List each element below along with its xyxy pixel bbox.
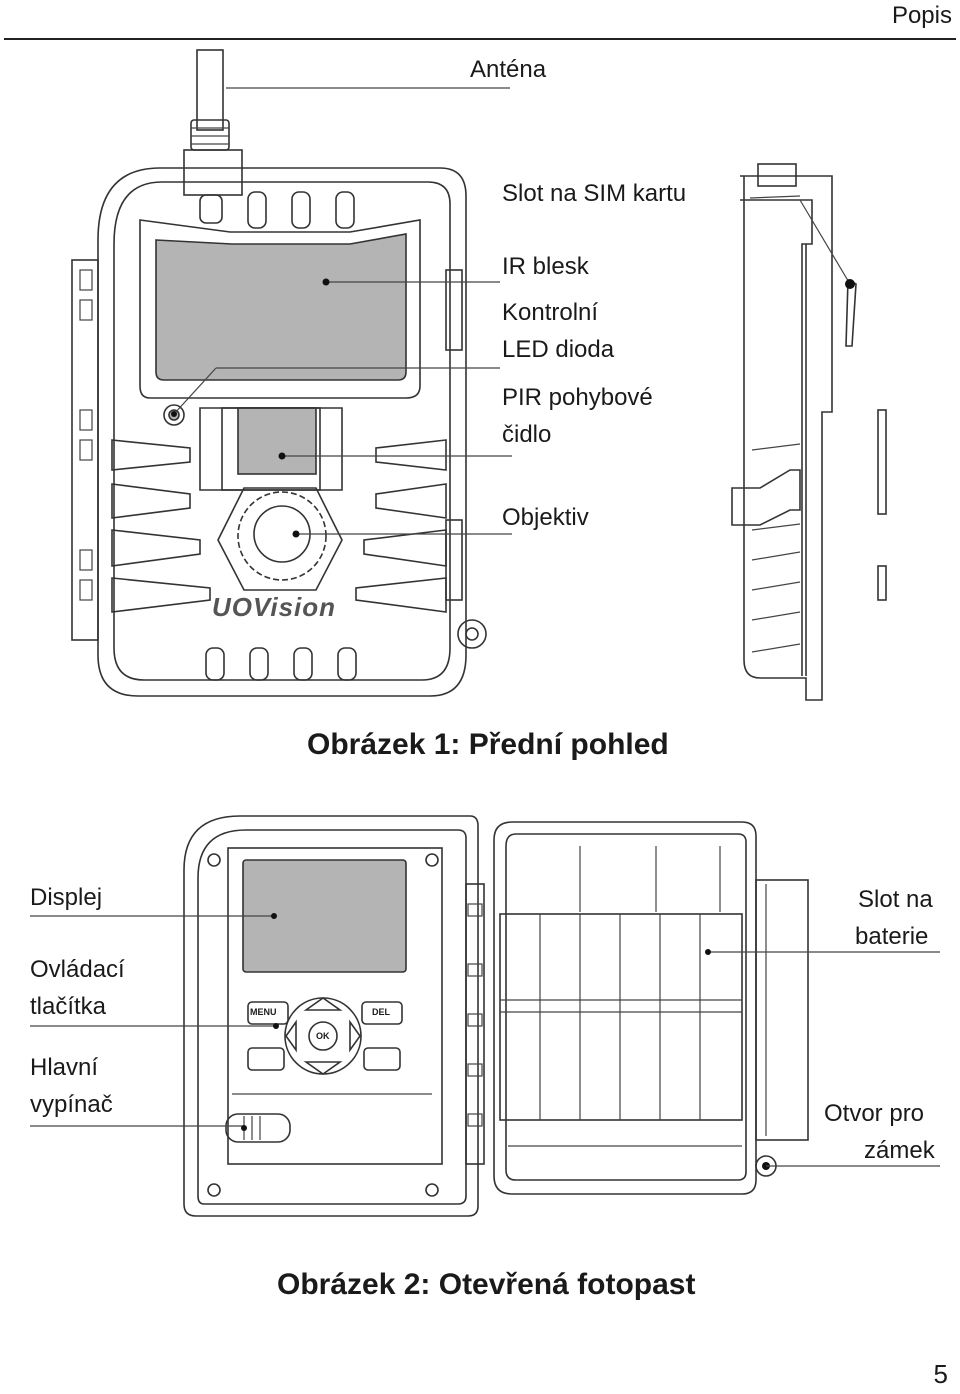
switch-label-line2: vypínač — [30, 1091, 113, 1118]
figure2-open-camera-drawing — [183, 815, 809, 1217]
camera-side-view — [731, 163, 887, 701]
header-rule — [4, 38, 956, 40]
sim-slot-label: Slot na SIM kartu — [502, 180, 687, 207]
ir-flash-label: IR blesk — [502, 253, 589, 280]
buttons-label-line1: Ovládací — [30, 956, 125, 983]
left-ribs — [111, 439, 211, 613]
figure1-leader-lines — [171, 87, 855, 538]
menu-button-legend: MENU — [250, 1007, 277, 1017]
antenna-drawing — [183, 49, 243, 196]
led-label-line2: LED dioda — [502, 336, 615, 363]
figure2-leader-lines — [30, 913, 940, 1167]
pir-label-line1: PIR pohybové — [502, 384, 653, 411]
pir-label-line2: čidlo — [502, 421, 552, 448]
figure2-caption: Obrázek 2: Otevřená fotopast — [277, 1268, 696, 1301]
section-title: Popis — [891, 2, 952, 29]
page-number: 5 — [933, 1359, 948, 1389]
switch-label-line1: Hlavní — [30, 1054, 99, 1081]
lens-label: Objektiv — [502, 504, 589, 531]
ok-button-legend: OK — [316, 1031, 330, 1041]
right-ribs — [355, 439, 447, 613]
brand-logo: UOVision — [212, 592, 337, 622]
camera-front-body — [71, 167, 487, 697]
lock-hole-label-line2: zámek — [864, 1137, 935, 1164]
antenna-label: Anténa — [470, 56, 547, 83]
battery-slot-label-line2: baterie — [855, 923, 929, 950]
buttons-label-line2: tlačítka — [30, 993, 107, 1020]
figure1-caption: Obrázek 1: Přední pohled — [307, 728, 669, 761]
display-label: Displej — [30, 884, 103, 911]
battery-slot-label-line1: Slot na — [858, 886, 933, 913]
led-label-line1: Kontrolní — [502, 299, 599, 326]
del-button-legend: DEL — [372, 1007, 390, 1017]
lock-hole-label-line1: Otvor pro — [824, 1100, 925, 1127]
